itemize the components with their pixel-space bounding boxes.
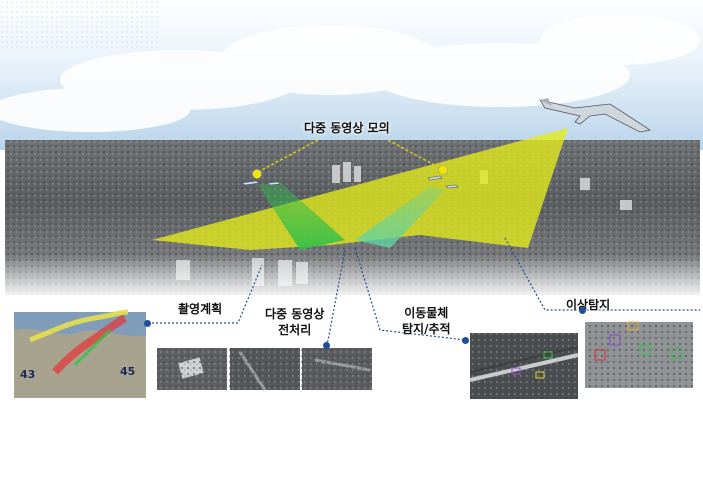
city-fade: [5, 255, 700, 300]
label-anomaly: 이상탐지: [566, 298, 611, 312]
connector-lines: [148, 237, 700, 346]
drone-marker-left: [252, 169, 262, 179]
label-preprocess-line1: 다중 동영상: [265, 307, 325, 321]
connector-anomaly: [504, 237, 700, 311]
drone-icon: [241, 175, 459, 189]
camera-frustum: [152, 128, 568, 250]
label-preprocess-line2: 전처리: [278, 323, 312, 337]
title-multi-video-simulation: 다중 동영상 모의: [304, 121, 390, 135]
label-shooting-plan: 촬영계획: [178, 302, 223, 316]
large-uav-icon: [539, 98, 652, 133]
teal-view-cone: [355, 186, 445, 248]
clouds: [0, 15, 700, 132]
tracking-frame: [469, 333, 579, 399]
connector-dot-shooting-plan: [144, 320, 151, 327]
connector-dot-preprocess: [323, 342, 330, 349]
connector-preprocess: [326, 249, 346, 346]
label-tracking-line2: 탐지/추적: [402, 322, 451, 336]
shooting-plan-map: [14, 309, 146, 420]
drone-marker-right: [438, 165, 448, 175]
label-tracking-line1: 이동물체: [404, 306, 449, 320]
dot-pattern: [0, 0, 160, 50]
map-number-left: 43: [20, 368, 36, 381]
label-tracking: 이동물체 탐지/추적: [402, 305, 451, 337]
label-preprocess: 다중 동영상 전처리: [265, 306, 324, 338]
preprocess-frames: [157, 348, 372, 391]
green-view-cone: [258, 182, 345, 250]
anomaly-frame: [585, 321, 693, 388]
connector-tracking: [354, 247, 466, 341]
connector-shooting-plan: [148, 264, 263, 324]
connector-dot-anomaly: [579, 307, 586, 314]
map-number-right: 45: [120, 365, 136, 378]
leader-line-left: [257, 139, 319, 173]
connector-dot-tracking: [462, 337, 469, 344]
